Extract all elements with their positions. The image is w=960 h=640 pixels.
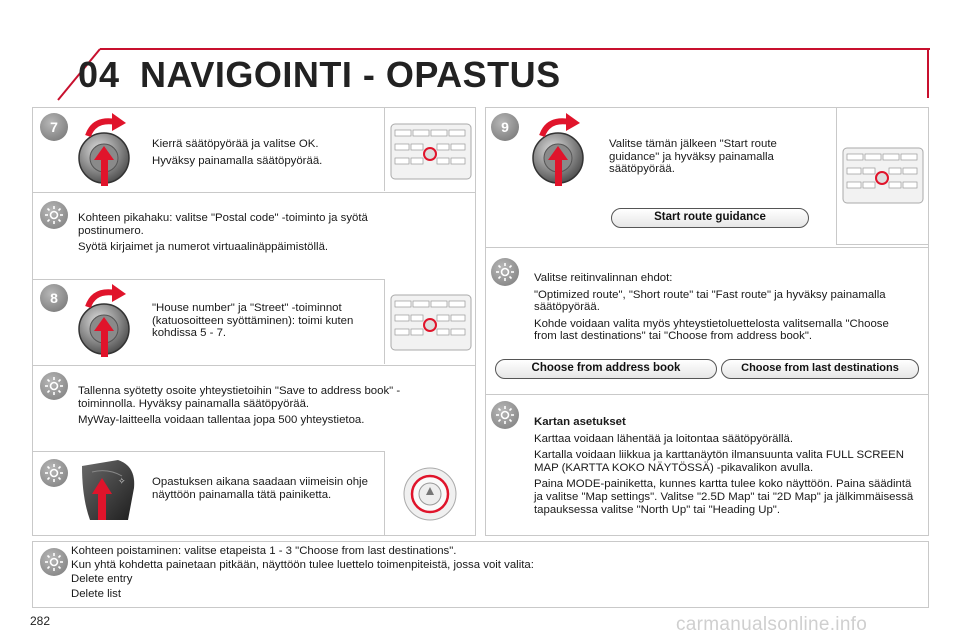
text-line: Hyväksy painamalla säätöpyörää. [152, 154, 323, 167]
tip-address-text: Tallenna syötetty osoite yhteystietoihin… [78, 385, 453, 431]
text-line: MyWay-laitteella voidaan tallentaa jopa … [78, 414, 365, 427]
audio-console-icon [384, 279, 475, 364]
text-line: Delete entry [71, 573, 133, 586]
start-route-guidance-button[interactable]: Start route guidance [611, 208, 809, 228]
lightbulb-icon [40, 459, 68, 487]
rotary-knob-icon [78, 284, 130, 357]
watermark: carmanualsonline.info [676, 614, 868, 635]
text-line: Paina MODE-painiketta, kunnes kartta tul… [534, 478, 914, 516]
row-divider [33, 365, 475, 366]
step7-text: Kierrä säätöpyörää ja valitse OK. Hyväks… [152, 138, 377, 171]
lightbulb-icon [491, 258, 519, 286]
text-line: Karttaa voidaan lähentää ja loitontaa sä… [534, 432, 794, 445]
chapter-number: 04 [78, 54, 121, 95]
rotary-knob-icon [532, 113, 584, 186]
text-line: Syötä kirjaimet ja numerot virtuaalinäpp… [78, 241, 329, 254]
tip-postal-text: Kohteen pikahaku: valitse "Postal code" … [78, 212, 418, 258]
row-divider [33, 192, 475, 193]
text-line: Kohteen pikahaku: valitse "Postal code" … [78, 212, 368, 237]
lightbulb-icon [40, 372, 68, 400]
header-rule [100, 48, 930, 50]
audio-console-icon [384, 108, 475, 191]
rotary-knob-icon [78, 113, 130, 186]
choose-from-address-book-button[interactable]: Choose from address book [495, 359, 717, 379]
text-line: Delete list [71, 587, 122, 600]
page-number: 282 [30, 614, 51, 628]
text-line: Valitse reitinvalinnan ehdot: [534, 272, 673, 284]
step-badge-7: 7 [40, 113, 68, 141]
text-line: Opastuksen aikana saadaan viimeisin ohje… [152, 476, 368, 501]
row-divider [33, 451, 475, 452]
header-rule-vertical [927, 48, 929, 98]
header-decoration [57, 48, 101, 101]
row-divider [486, 247, 928, 248]
step-badge-8: 8 [40, 284, 68, 312]
row-divider [486, 394, 928, 395]
step9-text: Valitse tämän jälkeen "Start route guida… [609, 138, 817, 180]
text-line: Kohteen poistaminen: valitse etapeista 1… [71, 545, 457, 557]
svg-text:✧: ✧ [118, 477, 126, 487]
map-settings-heading: Kartan asetukset [534, 416, 626, 428]
lightbulb-icon [491, 401, 519, 429]
text-line: Kun yhtä kohdetta painetaan pitkään, näy… [71, 559, 534, 572]
text-line: Tallenna syötetty osoite yhteystietoihin… [78, 385, 401, 410]
text-line: Kierrä säätöpyörää ja valitse OK. [152, 138, 319, 150]
text-line: Valitse tämän jälkeen "Start route guida… [609, 138, 777, 176]
lightbulb-icon [40, 201, 68, 229]
step8-text: "House number" ja "Street" -toiminnot (k… [152, 302, 378, 344]
tip-route-text: Valitse reitinvalinnan ehdot: "Optimized… [534, 272, 914, 347]
nav-control-icon [384, 451, 475, 535]
row-divider [33, 279, 475, 280]
text-line: Kohde voidaan valita myös yhteystietolue… [534, 317, 889, 343]
tip-voice-text: Opastuksen aikana saadaan viimeisin ohje… [152, 476, 377, 505]
audio-console-icon [836, 108, 928, 245]
bottom-panel [32, 541, 929, 608]
text-line: Kartalla voidaan liikkua ja karttanäytön… [534, 449, 904, 474]
choose-from-last-destinations-button[interactable]: Choose from last destinations [721, 359, 919, 379]
chapter-title: NAVIGOINTI - OPASTUS [140, 54, 561, 95]
bottom-text: Kohteen poistaminen: valitse etapeista 1… [71, 545, 911, 600]
step-badge-9: 9 [491, 113, 519, 141]
tip-map-text: Kartan asetukset Karttaa voidaan lähentä… [534, 416, 922, 520]
steering-stalk-icon: ✧ [82, 460, 135, 520]
text-line: "Optimized route", "Short route" tai "Fa… [534, 288, 886, 314]
text-line: "House number" ja "Street" -toiminnot (k… [152, 302, 354, 340]
lightbulb-icon [40, 548, 68, 576]
